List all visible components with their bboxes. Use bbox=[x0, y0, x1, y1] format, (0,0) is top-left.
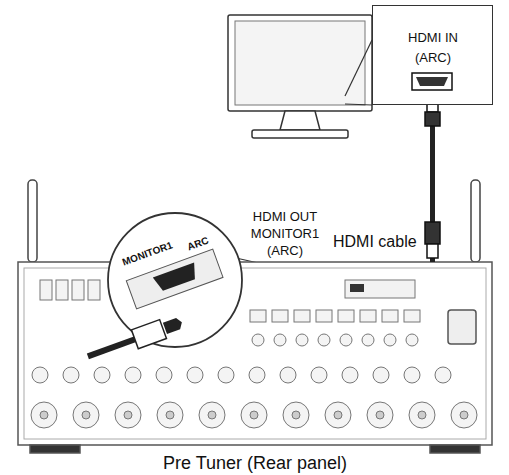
port-callout-box: HDMI IN (ARC) bbox=[372, 5, 493, 105]
receiver-body bbox=[345, 280, 415, 298]
panel-jacks bbox=[252, 334, 264, 346]
panel-jacks bbox=[218, 367, 234, 383]
panel-jacks bbox=[272, 310, 288, 322]
panel-jacks bbox=[274, 334, 286, 346]
plug-body bbox=[131, 320, 166, 349]
panel-jacks bbox=[283, 402, 309, 428]
panel-jacks bbox=[409, 402, 435, 428]
panel-jacks bbox=[157, 402, 183, 428]
tv-set bbox=[228, 15, 372, 111]
antenna bbox=[471, 180, 480, 262]
panel-jacks bbox=[376, 411, 384, 419]
panel-jacks bbox=[250, 411, 258, 419]
tv-set bbox=[235, 21, 365, 105]
hdmi-plug bbox=[425, 222, 440, 244]
antenna bbox=[28, 180, 37, 262]
panel-jacks bbox=[373, 367, 389, 383]
antenna bbox=[28, 180, 480, 262]
panel-jacks bbox=[72, 280, 84, 300]
zoom-lines bbox=[345, 104, 372, 105]
zoom-circle: HDMI OUT MONITOR1 (ARC)MONITOR1ARC bbox=[107, 212, 243, 348]
panel-jacks bbox=[73, 402, 99, 428]
panel-jacks bbox=[338, 310, 354, 322]
receiver-body bbox=[448, 310, 476, 344]
panel-jacks bbox=[294, 310, 310, 322]
receiver-body bbox=[430, 445, 480, 453]
port-outline bbox=[412, 73, 452, 90]
panel-jacks bbox=[460, 411, 468, 419]
panel-jacks bbox=[125, 367, 141, 383]
panel-jacks bbox=[199, 402, 225, 428]
panel-jacks bbox=[32, 367, 48, 383]
panel-jacks bbox=[382, 310, 398, 322]
receiver-body bbox=[18, 262, 492, 453]
hdmi-plug bbox=[425, 104, 440, 258]
zoom-circle-shape bbox=[108, 213, 242, 347]
panel-jacks bbox=[296, 334, 308, 346]
hdmi-plug bbox=[427, 244, 438, 258]
panel-jacks bbox=[384, 334, 396, 346]
hdmi-plug bbox=[427, 104, 438, 112]
panel-jacks bbox=[325, 402, 351, 428]
panel-jacks bbox=[31, 280, 477, 428]
panel-jacks bbox=[367, 402, 393, 428]
hdmi-plug bbox=[425, 112, 440, 126]
port-socket bbox=[153, 262, 200, 292]
receiver-panel: HDMI OUT MONITOR1 (ARC)MONITOR1ARCPre Tu… bbox=[18, 262, 492, 472]
panel-jacks bbox=[280, 367, 296, 383]
panel-jacks bbox=[451, 402, 477, 428]
panel-jacks bbox=[63, 367, 79, 383]
panel-jacks bbox=[88, 280, 100, 300]
tv-set bbox=[280, 111, 320, 130]
inserting-plug bbox=[84, 313, 185, 366]
panel-jacks bbox=[292, 411, 300, 419]
panel-jacks bbox=[318, 334, 330, 346]
panel-jacks bbox=[360, 310, 376, 322]
receiver-body bbox=[350, 284, 364, 292]
zoom-lines bbox=[345, 40, 372, 96]
panel-jacks bbox=[404, 367, 420, 383]
zoom-circle-outline bbox=[107, 212, 243, 348]
panel-jacks bbox=[250, 310, 266, 322]
panel-jacks bbox=[241, 402, 267, 428]
panel-jacks bbox=[115, 402, 141, 428]
receiver-body bbox=[24, 268, 486, 439]
panel-jacks bbox=[334, 411, 342, 419]
port-label: HDMI OUT MONITOR1 (ARC) bbox=[245, 208, 325, 259]
panel-jacks bbox=[40, 280, 52, 300]
insert-arrow bbox=[163, 317, 184, 334]
panel-jacks bbox=[166, 411, 174, 419]
panel-jacks bbox=[404, 310, 420, 322]
panel-jacks bbox=[40, 411, 48, 419]
panel-jacks bbox=[342, 367, 358, 383]
port-label: HDMI IN (ARC) bbox=[398, 28, 468, 68]
port-socket bbox=[416, 77, 448, 86]
panel-caption: Pre Tuner (Rear panel) bbox=[163, 453, 347, 474]
panel-jacks bbox=[124, 411, 132, 419]
panel-jacks bbox=[311, 367, 327, 383]
panel-jacks bbox=[31, 402, 57, 428]
receiver-body bbox=[30, 445, 80, 453]
panel-jacks bbox=[406, 334, 418, 346]
panel-jacks bbox=[249, 367, 265, 383]
panel-jacks bbox=[316, 310, 332, 322]
tv-set bbox=[228, 15, 372, 138]
panel-jacks bbox=[187, 367, 203, 383]
panel-jacks bbox=[208, 411, 216, 419]
panel-jacks bbox=[435, 367, 451, 383]
panel-jacks bbox=[418, 411, 426, 419]
panel-jacks bbox=[56, 280, 68, 300]
panel-jacks bbox=[340, 334, 352, 346]
tv-set bbox=[252, 130, 348, 138]
panel-jacks bbox=[82, 411, 90, 419]
panel-jacks bbox=[156, 367, 172, 383]
receiver-body bbox=[18, 262, 492, 445]
panel-jacks bbox=[362, 334, 374, 346]
panel-jacks bbox=[94, 367, 110, 383]
cable-label: HDMI cable bbox=[331, 233, 419, 251]
